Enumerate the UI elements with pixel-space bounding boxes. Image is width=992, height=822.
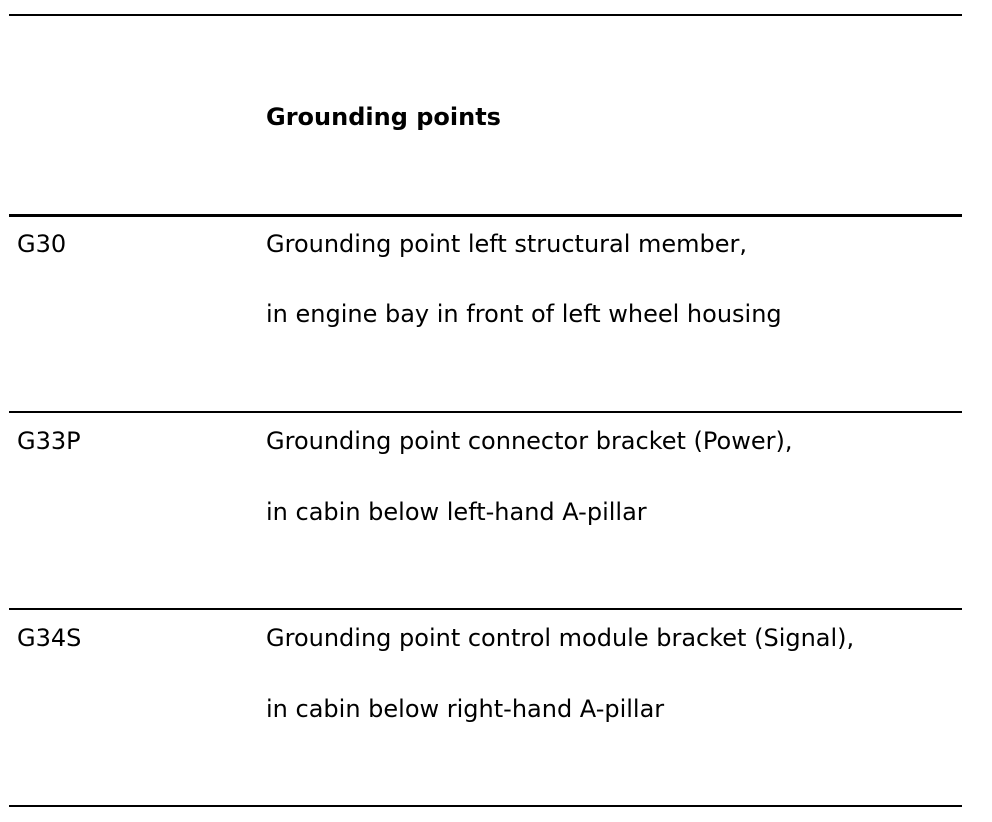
- row-divider: [9, 608, 962, 610]
- table-title: Grounding points: [266, 103, 501, 131]
- row-divider: [9, 411, 962, 413]
- grounding-code: G33P: [17, 427, 81, 455]
- grounding-code: G34S: [17, 624, 82, 652]
- grounding-description-line1: Grounding point connector bracket (Power…: [266, 427, 793, 455]
- grounding-description-line2: in cabin below left-hand A-pillar: [266, 498, 647, 526]
- grounding-description-line2: in cabin below right-hand A-pillar: [266, 695, 665, 723]
- grounding-description-line1: Grounding point control module bracket (…: [266, 624, 855, 652]
- grounding-code: G30: [17, 230, 67, 258]
- header-rule: [9, 214, 962, 217]
- bottom-rule: [9, 805, 962, 807]
- grounding-description-line2: in engine bay in front of left wheel hou…: [266, 300, 782, 328]
- grounding-description-line1: Grounding point left structural member,: [266, 230, 748, 258]
- top-rule: [9, 14, 962, 16]
